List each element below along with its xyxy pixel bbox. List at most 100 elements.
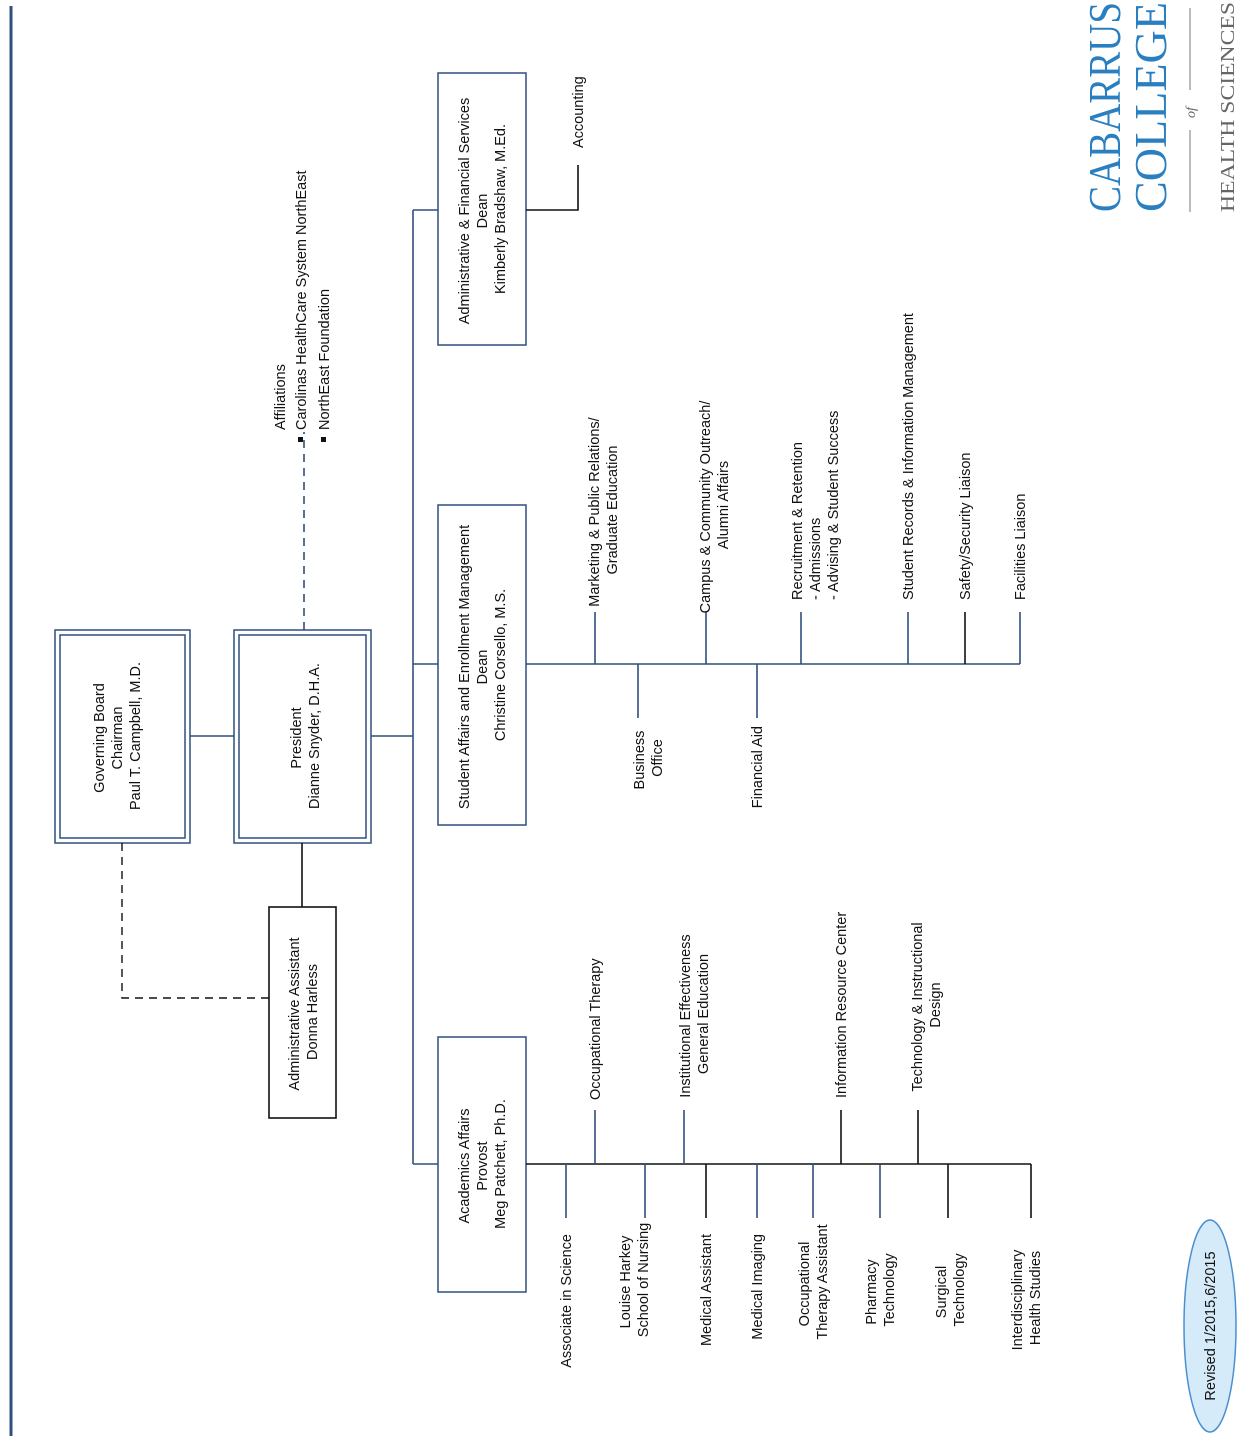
academic-unit-surgical: Surgical Technology — [934, 1253, 968, 1327]
svg-text:Governing Board Chairm: Governing Board Chairman Paul T. Campbel… — [92, 662, 144, 810]
student-unit-line: Alumni Affairs — [716, 461, 732, 549]
governing-board-line-3: Paul T. Campbell, M.D. — [128, 662, 144, 810]
academic-unit-line: School of Nursing — [636, 1223, 652, 1337]
svg-text:Recruitment & Retention: Recruitment & Retention - Admissions - A… — [790, 411, 842, 600]
svg-text:Business Office: Business Office — [632, 727, 666, 790]
student-unit-facilities: Facilities Liaison — [1013, 494, 1029, 600]
student-unit-line: Marketing & Public Relations/ — [587, 416, 603, 606]
academic-unit-line: Interdisciplinary — [1010, 1249, 1026, 1350]
svg-text:Louise Harkey School of: Louise Harkey School of Nursing — [618, 1223, 652, 1337]
admin-assistant-line-1: Administrative Assistant — [287, 937, 303, 1090]
svg-text:Occupational Therapy Ass: Occupational Therapy Assistant — [797, 1224, 831, 1339]
academic-unit-associate-science: Associate in Science — [559, 1234, 575, 1368]
academic-unit-line: Design — [928, 982, 944, 1027]
governing-board-box: Governing Board Chairman Paul T. Campbel… — [54, 629, 191, 844]
student-unit-line: Facilities Liaison — [1013, 494, 1029, 600]
academic-unit-pharmacy: Pharmacy Technology — [864, 1253, 898, 1327]
student-affairs-line-1: Student Affairs and Enrollment Managemen… — [457, 525, 473, 809]
svg-text:Student Affairs and Enrollment: Student Affairs and Enrollment Managemen… — [457, 521, 509, 809]
accounting-connector — [526, 165, 579, 211]
academic-unit-line: Technology — [952, 1253, 968, 1327]
student-unit-line: Business — [632, 731, 648, 790]
affiliation-bullet-1 — [298, 437, 303, 442]
svg-text:Surgical Technology: Surgical Technology — [934, 1253, 968, 1327]
board-assistant-dashed-connector — [121, 843, 269, 999]
governing-board-line-2: Chairman — [110, 707, 126, 770]
president-line-1: President — [289, 707, 305, 768]
academic-unit-line: Therapy Assistant — [815, 1224, 831, 1339]
student-unit-financial-aid: Financial Aid — [750, 726, 766, 808]
academic-unit-interdisciplinary: Interdisciplinary Health Studies — [1010, 1246, 1044, 1351]
admin-unit-accounting: Accounting — [571, 76, 587, 148]
svg-text:Administrative & Financial Ser: Administrative & Financial Services Dean… — [457, 94, 509, 324]
academic-unit-occupational-therapy: Occupational Therapy — [588, 958, 604, 1100]
student-unit-line: - Admissions — [808, 518, 824, 600]
svg-text:Safety/Security Liaison: Safety/Security Liaison — [958, 453, 974, 601]
student-unit-line: Recruitment & Retention — [790, 442, 806, 600]
academic-unit-line: Occupational — [797, 1242, 813, 1327]
academic-unit-medical-assistant: Medical Assistant — [699, 1234, 715, 1346]
revised-badge: Revised 1/2015,6/2015 — [1183, 1219, 1237, 1433]
svg-text:Interdisciplinary Health: Interdisciplinary Health Studies — [1010, 1246, 1044, 1351]
student-unit-line: Student Records & Information Management — [901, 313, 917, 600]
student-unit-line: - Advising & Student Success — [826, 411, 842, 600]
student-unit-student-records: Student Records & Information Management — [901, 313, 917, 600]
academic-unit-line: Technology & Instructional — [910, 922, 926, 1091]
svg-text:Information Resource Center: Information Resource Center — [834, 912, 850, 1098]
svg-text:Facilities Liaison: Facilities Liaison — [1013, 494, 1029, 600]
affiliation-item-1: Carolinas HealthCare System NorthEast — [294, 171, 310, 431]
president-box: President Dianne Snyder, D.H.A. — [233, 629, 372, 844]
logo-of: of — [1184, 105, 1199, 118]
svg-text:Associate in Science: Associate in Science — [559, 1234, 575, 1368]
student-unit-business-office: Business Office — [632, 727, 666, 790]
academic-unit-line: Pharmacy — [864, 1259, 880, 1325]
svg-text:Occupational Therapy: Occupational Therapy — [588, 958, 604, 1100]
academic-unit-line: Surgical — [934, 1266, 950, 1318]
affiliations-block: Affiliations Carolinas HealthCare System… — [273, 171, 333, 442]
svg-text:Student Records & Information: Student Records & Information Management — [901, 313, 917, 600]
academic-affairs-line-1: Academics Affairs — [457, 1109, 473, 1224]
student-unit-line: Safety/Security Liaison — [958, 453, 974, 601]
academic-affairs-line-2: Provost — [475, 1141, 491, 1190]
affiliation-bullet-2 — [321, 437, 326, 442]
admin-financial-line-3: Kimberly Bradshaw, M.Ed. — [493, 124, 509, 294]
student-unit-line: Office — [650, 739, 666, 777]
admin-assistant-line-2: Donna Harless — [305, 964, 321, 1060]
academic-unit-line: Occupational Therapy — [588, 958, 604, 1100]
academic-unit-line: Associate in Science — [559, 1234, 575, 1368]
admin-unit-line: Accounting — [571, 76, 587, 148]
student-affairs-box: Student Affairs and Enrollment Managemen… — [437, 504, 527, 826]
svg-text:President Dianne Snyde: President Dianne Snyder, D.H.A. — [289, 663, 323, 809]
svg-text:Accounting: Accounting — [571, 76, 587, 148]
svg-text:Campus & Community Outreach/: Campus & Community Outreach/ Alumni Affa… — [698, 397, 732, 614]
academic-unit-line: Medical Imaging — [750, 1234, 766, 1340]
svg-text:Medical Assistant: Medical Assistant — [699, 1234, 715, 1346]
svg-text:Academics Affairs Pro: Academics Affairs Provost Meg Patchett, … — [457, 1099, 509, 1229]
academic-unit-info-resource: Information Resource Center — [834, 912, 850, 1098]
affiliations-title: Affiliations — [273, 364, 289, 430]
student-unit-line: Financial Aid — [750, 726, 766, 808]
academic-affairs-box: Academics Affairs Provost Meg Patchett, … — [437, 1036, 527, 1293]
academic-unit-tech-design: Technology & Instructional Design — [910, 922, 944, 1091]
student-unit-marketing: Marketing & Public Relations/ Graduate E… — [587, 416, 621, 606]
revised-text: Revised 1/2015,6/2015 — [1203, 1251, 1219, 1400]
svg-text:Pharmacy Technology: Pharmacy Technology — [864, 1253, 898, 1327]
logo-line-2: COLLEGE — [1125, 2, 1176, 212]
admin-financial-line-1: Administrative & Financial Services — [457, 98, 473, 324]
academic-unit-line: Louise Harkey — [618, 1235, 634, 1328]
student-unit-recruitment: Recruitment & Retention - Admissions - A… — [790, 411, 842, 600]
svg-text:Administrative Assistant: Administrative Assistant Donna Harless — [287, 933, 321, 1090]
logo-line-1: CABARRUS — [1079, 2, 1130, 212]
academic-unit-line: Institutional Effectiveness — [678, 934, 694, 1097]
affiliation-item-2: NorthEast Foundation — [317, 289, 333, 430]
academic-unit-line: Information Resource Center — [834, 912, 850, 1098]
academic-unit-line: General Education — [696, 954, 712, 1074]
student-unit-safety: Safety/Security Liaison — [958, 453, 974, 601]
governing-board-line-1: Governing Board — [92, 683, 108, 793]
admin-financial-box: Administrative & Financial Services Dean… — [437, 72, 527, 346]
student-affairs-line-2: Dean — [475, 650, 491, 685]
academic-unit-medical-imaging: Medical Imaging — [750, 1234, 766, 1340]
svg-text:Financial Aid: Financial Aid — [750, 726, 766, 808]
academic-unit-nursing: Louise Harkey School of Nursing — [618, 1223, 652, 1337]
